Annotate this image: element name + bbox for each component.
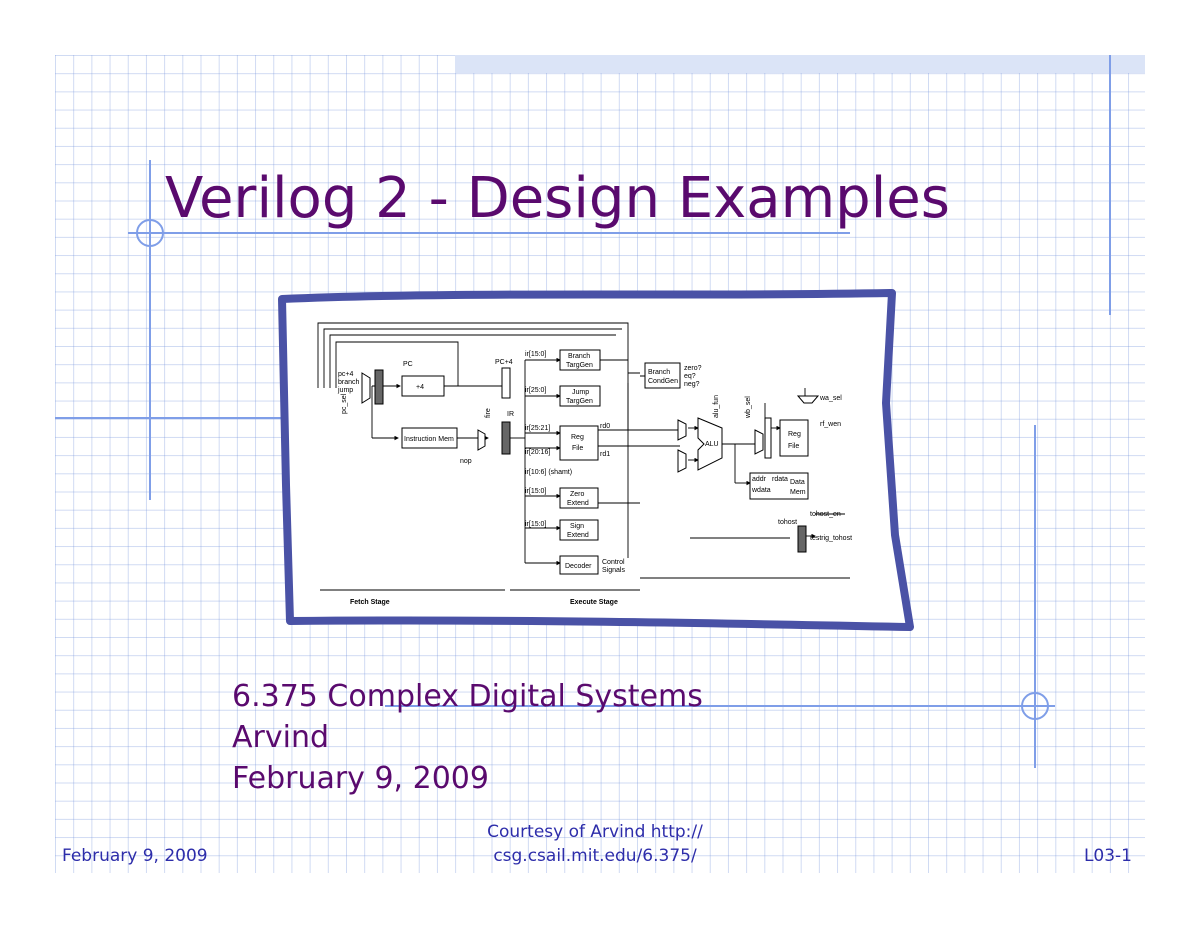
svg-text:rdata: rdata xyxy=(772,476,788,483)
svg-text:CondGen: CondGen xyxy=(648,378,678,385)
footer-courtesy: Courtesy of Arvind http:// csg.csail.mit… xyxy=(440,820,750,868)
course-name: 6.375 Complex Digital Systems xyxy=(232,679,703,714)
svg-text:tohost: tohost xyxy=(778,519,797,526)
svg-text:Execute Stage: Execute Stage xyxy=(570,599,618,606)
svg-text:TargGen: TargGen xyxy=(566,362,593,369)
processor-diagram: pc+4 branch jump pc_sel PC +4 Instructio… xyxy=(317,322,640,606)
svg-text:Data: Data xyxy=(790,479,805,486)
svg-text:pc_sel: pc_sel xyxy=(341,393,348,414)
footer-date: February 9, 2009 xyxy=(62,846,208,866)
svg-text:tohost_en: tohost_en xyxy=(810,511,841,518)
svg-text:Decoder: Decoder xyxy=(565,563,592,570)
svg-text:Branch: Branch xyxy=(568,353,590,360)
svg-text:TargGen: TargGen xyxy=(566,398,593,405)
svg-text:zero?: zero? xyxy=(684,365,702,372)
svg-text:ir[15:0]: ir[15:0] xyxy=(525,351,546,358)
svg-text:Extend: Extend xyxy=(567,500,589,507)
svg-text:wa_sel: wa_sel xyxy=(819,395,842,402)
svg-text:+4: +4 xyxy=(416,384,424,391)
svg-text:rf_wen: rf_wen xyxy=(820,421,841,428)
svg-text:fire: fire xyxy=(485,408,492,418)
svg-text:alu_fun: alu_fun xyxy=(713,395,720,418)
svg-text:Reg: Reg xyxy=(788,431,801,438)
svg-text:Fetch Stage: Fetch Stage xyxy=(350,599,390,606)
svg-text:wb_sel: wb_sel xyxy=(745,396,752,419)
slide-title: Verilog 2 - Design Examples xyxy=(165,166,950,231)
svg-text:ir[10:6] (shamt): ir[10:6] (shamt) xyxy=(525,469,572,476)
svg-text:wdata: wdata xyxy=(751,487,771,494)
svg-text:eq?: eq? xyxy=(684,373,696,380)
svg-text:ALU: ALU xyxy=(705,441,719,448)
svg-text:File: File xyxy=(788,443,799,450)
svg-text:testrig_tohost: testrig_tohost xyxy=(810,535,852,542)
svg-text:addr: addr xyxy=(752,476,767,483)
svg-text:PC+4: PC+4 xyxy=(495,359,513,366)
svg-text:Reg: Reg xyxy=(571,434,584,441)
svg-text:ir[15:0]: ir[15:0] xyxy=(525,488,546,495)
footer-slide-number: L03-1 xyxy=(1083,846,1132,866)
svg-text:Mem: Mem xyxy=(790,489,806,496)
svg-text:Signals: Signals xyxy=(602,567,625,574)
svg-text:neg?: neg? xyxy=(684,381,700,388)
svg-text:branch: branch xyxy=(338,379,360,386)
footer-courtesy-line1: Courtesy of Arvind http:// xyxy=(487,822,703,842)
svg-text:Sign: Sign xyxy=(570,523,584,530)
svg-text:nop: nop xyxy=(460,458,472,465)
svg-text:ir[15:0]: ir[15:0] xyxy=(525,521,546,528)
lecture-date: February 9, 2009 xyxy=(232,761,489,796)
svg-text:pc+4: pc+4 xyxy=(338,371,353,378)
svg-text:Jump: Jump xyxy=(572,389,589,396)
svg-text:jump: jump xyxy=(337,387,353,394)
footer-courtesy-line2: csg.csail.mit.edu/6.375/ xyxy=(493,846,697,866)
processor-diagram-right: Branch CondGen zero? eq? neg? ALU alu_fu… xyxy=(640,362,852,579)
svg-text:PC: PC xyxy=(403,361,413,368)
header-band xyxy=(455,55,1145,73)
svg-text:Branch: Branch xyxy=(648,369,670,376)
author-name: Arvind xyxy=(232,720,330,755)
svg-text:File: File xyxy=(572,445,583,452)
svg-text:rd1: rd1 xyxy=(600,451,610,458)
svg-text:Extend: Extend xyxy=(567,532,589,539)
svg-text:ir[20:16]: ir[20:16] xyxy=(525,449,550,456)
svg-text:rd0: rd0 xyxy=(600,423,610,430)
svg-text:Control: Control xyxy=(602,559,625,566)
svg-text:ir[25:0]: ir[25:0] xyxy=(525,387,546,394)
svg-text:IR: IR xyxy=(507,411,514,418)
subtitle-block: 6.375 Complex Digital Systems Arvind Feb… xyxy=(232,676,703,799)
svg-text:ir[25:21]: ir[25:21] xyxy=(525,425,550,432)
svg-text:Zero: Zero xyxy=(570,491,585,498)
svg-text:Instruction Mem: Instruction Mem xyxy=(404,436,454,443)
